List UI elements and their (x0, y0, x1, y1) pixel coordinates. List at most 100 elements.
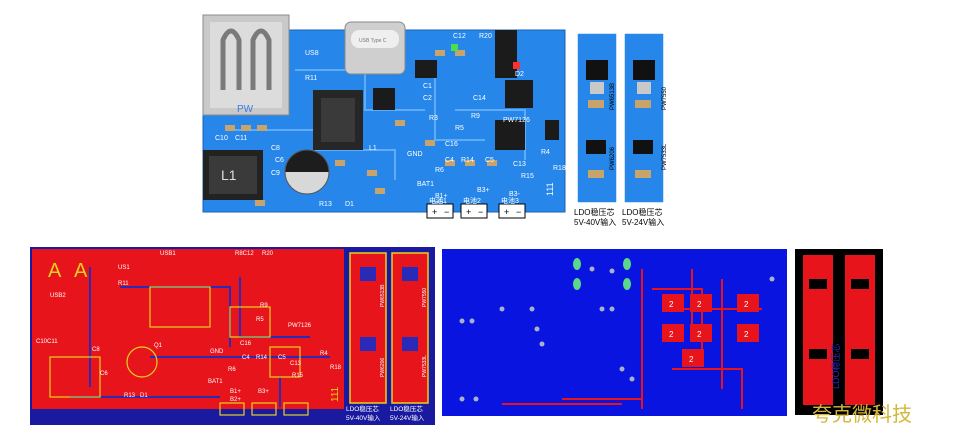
svg-text:2: 2 (669, 300, 674, 309)
label-b1: B1+ (435, 193, 448, 200)
ldo-module-1: PW6513B PW6206 LDO稳压芯 5V-40V输入 (574, 32, 618, 227)
label-r13: R13 (319, 201, 332, 208)
svg-text:2: 2 (744, 300, 749, 309)
usb-label: PW (237, 104, 254, 115)
battery-1-label: 电池1 (429, 196, 447, 205)
label-r20: R20 (479, 33, 492, 40)
label-c9: C9 (271, 170, 280, 177)
svg-text:US1: US1 (118, 265, 130, 271)
label-c6: C6 (275, 157, 284, 164)
label-c12: C12 (453, 33, 466, 40)
label-c2: C2 (423, 95, 432, 102)
svg-text:C16: C16 (240, 341, 252, 347)
svg-text:5V-24V输入: 5V-24V输入 (390, 413, 425, 422)
svg-text:R14: R14 (256, 355, 268, 361)
svg-text:R15: R15 (292, 373, 304, 379)
svg-text:B3+: B3+ (258, 389, 269, 395)
led-red (513, 62, 520, 69)
ic-pw4054 (505, 80, 533, 108)
label-r9: R9 (471, 113, 480, 120)
svg-text:C5: C5 (278, 355, 286, 361)
pcb-ldo-strip: LDO稳压芯 (795, 249, 883, 415)
svg-text:R9: R9 (260, 303, 268, 309)
svg-text:PW6206: PW6206 (380, 358, 386, 377)
label-c11: C11 (235, 135, 247, 142)
svg-text:−: − (478, 207, 483, 217)
label-d2: D2 (515, 71, 524, 78)
battery-2-label: 电池2 (463, 196, 481, 205)
svg-text:B1+: B1+ (230, 389, 241, 395)
usb2-label: USB2 (50, 293, 66, 299)
label-c4: C4 (445, 157, 454, 164)
pcb-top-layer: A A USB2 USB1 R8C12 R20 US1 R11 C10C11 C… (30, 247, 435, 425)
label-r11: R11 (305, 75, 317, 82)
svg-text:R6: R6 (228, 367, 236, 373)
usb-letter-2: A (74, 260, 88, 282)
svg-text:PW7533L: PW7533L (422, 355, 428, 377)
svg-text:R8C12: R8C12 (235, 251, 254, 257)
svg-text:PW6206: PW6206 (610, 146, 616, 170)
inductor-l1: L1 (203, 150, 263, 200)
svg-text:B2+: B2+ (230, 397, 241, 403)
label-l1b: L1 (369, 145, 377, 152)
label-r15: R15 (521, 173, 534, 180)
strip-vertical-text: LDO稳压芯 (830, 343, 841, 389)
label-us8: US8 (305, 50, 319, 57)
label-gnd: GND (407, 151, 423, 158)
svg-text:USB1: USB1 (160, 251, 176, 257)
typec-label: USB Type C (359, 38, 387, 44)
label-r14: R14 (461, 157, 474, 164)
pcb-3d-render: PW USB Type C L1 US8 R11 C (202, 14, 566, 219)
svg-text:R18: R18 (330, 365, 342, 371)
svg-text:PW7126: PW7126 (288, 323, 312, 329)
svg-text:R20: R20 (262, 251, 274, 257)
label-c16: C16 (445, 141, 458, 148)
label-c10: C10 (215, 135, 228, 142)
svg-text:D1: D1 (140, 393, 148, 399)
label-c1: C1 (423, 83, 432, 90)
usb-a-connector: PW (202, 14, 290, 116)
battery-3-label: 电池3 (501, 196, 519, 205)
ldo-modules-3d: PW6513B PW6206 LDO稳压芯 5V-40V输入 PW7550 PW… (574, 32, 668, 227)
label-c13: C13 (513, 161, 526, 168)
svg-text:2: 2 (697, 300, 702, 309)
label-r4: R4 (541, 149, 550, 156)
ic-pw4053 (495, 30, 517, 78)
svg-text:+: + (432, 207, 437, 217)
svg-text:111: 111 (330, 386, 341, 402)
svg-text:C8: C8 (92, 347, 100, 353)
side-mark: 111 (545, 182, 555, 196)
ldo-1-caption-2: 5V-40V输入 (574, 217, 616, 227)
label-r3: R3 (429, 115, 438, 122)
svg-text:C13: C13 (290, 361, 302, 367)
svg-text:−: − (444, 207, 449, 217)
label-c14: C14 (473, 95, 486, 102)
pcb-bottom-layer: 2 2 2 2 2 2 2 (442, 249, 787, 416)
label-r5: R5 (455, 125, 464, 132)
svg-text:LDO稳压芯: LDO稳压芯 (390, 404, 423, 413)
svg-text:Q1: Q1 (154, 343, 163, 349)
svg-text:PW6513B: PW6513B (380, 284, 386, 307)
svg-text:PW6513B: PW6513B (610, 83, 616, 110)
label-r18: R18 (553, 165, 566, 172)
svg-text:BAT1: BAT1 (208, 379, 223, 385)
label-pw7126: PW7126 (503, 117, 530, 124)
label-b3p: B3+ (477, 187, 490, 194)
svg-text:2: 2 (669, 330, 674, 339)
ldo-2-caption-1: LDO稳压芯 (622, 207, 662, 217)
label-r6: R6 (435, 167, 444, 174)
watermark-text: 夸克微科技 (812, 404, 912, 426)
svg-text:+: + (466, 207, 471, 217)
svg-text:C6: C6 (100, 371, 108, 377)
svg-text:PW7550: PW7550 (662, 86, 668, 110)
ldo-2-caption-2: 5V-24V输入 (622, 217, 664, 227)
svg-text:LDO稳压芯: LDO稳压芯 (346, 404, 379, 413)
led-green (451, 44, 458, 51)
svg-text:R11: R11 (118, 281, 129, 287)
svg-text:5V-40V输入: 5V-40V输入 (346, 413, 381, 422)
svg-text:−: − (516, 207, 521, 217)
svg-text:C10C11: C10C11 (36, 339, 58, 345)
top-layer-board (32, 249, 344, 409)
label-b3m: B3- (509, 191, 521, 198)
ldo-module-2: PW7550 PW7533L LDO稳压芯 5V-24V输入 (622, 32, 668, 227)
